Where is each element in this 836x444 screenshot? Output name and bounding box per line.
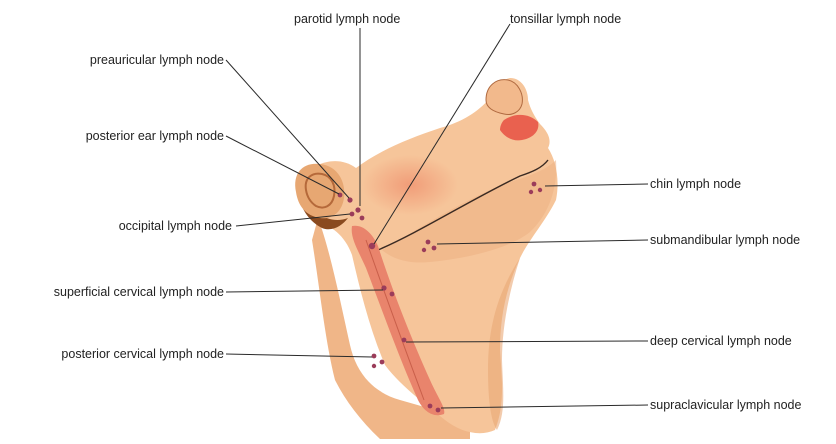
label-posterior-cervical-lymph-node: posterior cervical lymph node bbox=[61, 347, 224, 361]
lymph-node-parotid-2 bbox=[360, 216, 365, 221]
lymph-node-supraclavicular bbox=[428, 404, 433, 409]
label-parotid-lymph-node: parotid lymph node bbox=[294, 12, 400, 26]
label-supraclavicular-lymph-node: supraclavicular lymph node bbox=[650, 398, 801, 412]
lymph-node-posterior-cervical-2 bbox=[380, 360, 385, 365]
leader-line-chin bbox=[545, 184, 648, 186]
label-tonsillar-lymph-node: tonsillar lymph node bbox=[510, 12, 621, 26]
lymph-node-supraclavicular-2 bbox=[436, 408, 441, 413]
nose bbox=[486, 80, 522, 115]
leader-line-preauricular bbox=[226, 60, 349, 198]
lymph-node-posterior-cervical bbox=[372, 354, 377, 359]
lymph-node-chin bbox=[532, 182, 537, 187]
lymph-node-occipital bbox=[350, 212, 355, 217]
label-submandibular-lymph-node: submandibular lymph node bbox=[650, 233, 800, 247]
lymph-node-superficial-cervical-2 bbox=[390, 292, 395, 297]
label-superficial-cervical-lymph-node: superficial cervical lymph node bbox=[54, 285, 224, 299]
label-posterior-ear-lymph-node: posterior ear lymph node bbox=[86, 129, 224, 143]
lymph-node-chin-2 bbox=[538, 188, 542, 192]
lymph-node-submandibular-2 bbox=[432, 246, 437, 251]
lymph-node-preauricular bbox=[347, 197, 352, 202]
lymph-node-submandibular-3 bbox=[422, 248, 426, 252]
lymph-node-parotid bbox=[355, 207, 360, 212]
lymph-node-chin-3 bbox=[529, 190, 533, 194]
lymph-node-submandibular bbox=[426, 240, 431, 245]
label-chin-lymph-node: chin lymph node bbox=[650, 177, 741, 191]
label-occipital-lymph-node: occipital lymph node bbox=[119, 219, 232, 233]
leader-line-superficial-cervical bbox=[226, 290, 383, 292]
label-deep-cervical-lymph-node: deep cervical lymph node bbox=[650, 334, 792, 348]
lymph-node-posterior-cervical-3 bbox=[372, 364, 376, 368]
lymph-node-deep-cervical bbox=[402, 338, 407, 343]
label-preauricular-lymph-node: preauricular lymph node bbox=[90, 53, 224, 67]
